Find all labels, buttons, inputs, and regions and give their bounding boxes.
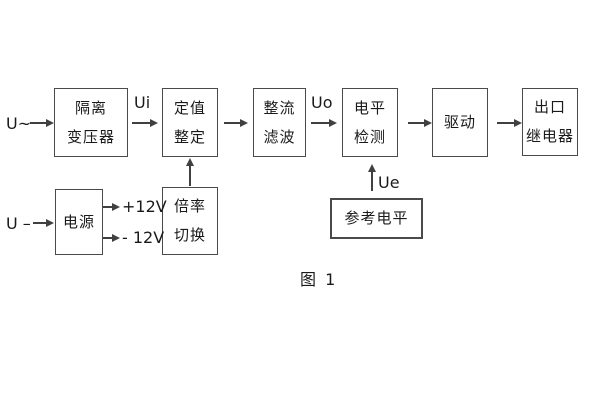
label-u-ac: U~: [6, 114, 32, 133]
block-rectify-filter: 整流 滤波: [253, 88, 306, 157]
arrow-up-ue: [368, 164, 375, 191]
block-label: 滤波: [263, 127, 296, 146]
block-label: 参考电平: [344, 209, 409, 227]
label-ue: Ue: [378, 173, 400, 192]
arrow-right-driver-to-relay: [497, 119, 522, 126]
block-power-supply: 电源: [55, 189, 103, 255]
block-output-relay: 出口 继电器: [522, 88, 578, 156]
arrow-right-detect-to-driver: [408, 119, 432, 126]
block-ratio-switching: 倍率 切换: [162, 187, 218, 255]
block-value-setting: 定值 整定: [162, 88, 218, 157]
arrow-right-ui: [132, 119, 158, 126]
block-level-detection: 电平 检测: [342, 88, 398, 157]
block-label: 定值: [173, 98, 206, 117]
block-label: 倍率: [173, 197, 206, 215]
label-minus-12v: - 12V: [122, 228, 165, 247]
arrow-right-minus-12v: [103, 234, 120, 241]
arrow-right-plus-12v: [103, 203, 120, 210]
label-uo: Uo: [311, 93, 333, 112]
block-driver: 驱动: [432, 88, 488, 157]
block-label: 隔离: [74, 98, 107, 117]
arrow-right-uo: [311, 119, 337, 126]
block-label: 出口: [533, 98, 566, 116]
block-label: 驱动: [443, 113, 476, 131]
label-ui: Ui: [134, 93, 151, 112]
block-isolation-transformer: 隔离 变压器: [54, 88, 128, 157]
block-label: 整定: [173, 127, 206, 146]
figure-caption: 图 1: [300, 270, 338, 289]
arrow-right-ac-input: [30, 119, 54, 126]
label-plus-12v: +12V: [122, 197, 167, 216]
block-label: 变压器: [66, 127, 115, 146]
block-label: 整流: [263, 98, 296, 117]
label-u-dc: U –: [6, 214, 31, 233]
block-label: 电源: [62, 212, 95, 231]
block-label: 继电器: [525, 127, 574, 145]
arrow-right-dc-input: [33, 219, 54, 226]
block-reference-level: 参考电平: [330, 198, 423, 239]
arrow-up-ratio-to-setting: [186, 158, 193, 186]
block-label: 电平: [353, 98, 386, 117]
block-label: 切换: [173, 226, 206, 244]
block-label: 检测: [353, 127, 386, 146]
arrow-right-setting-to-filter: [224, 119, 248, 126]
